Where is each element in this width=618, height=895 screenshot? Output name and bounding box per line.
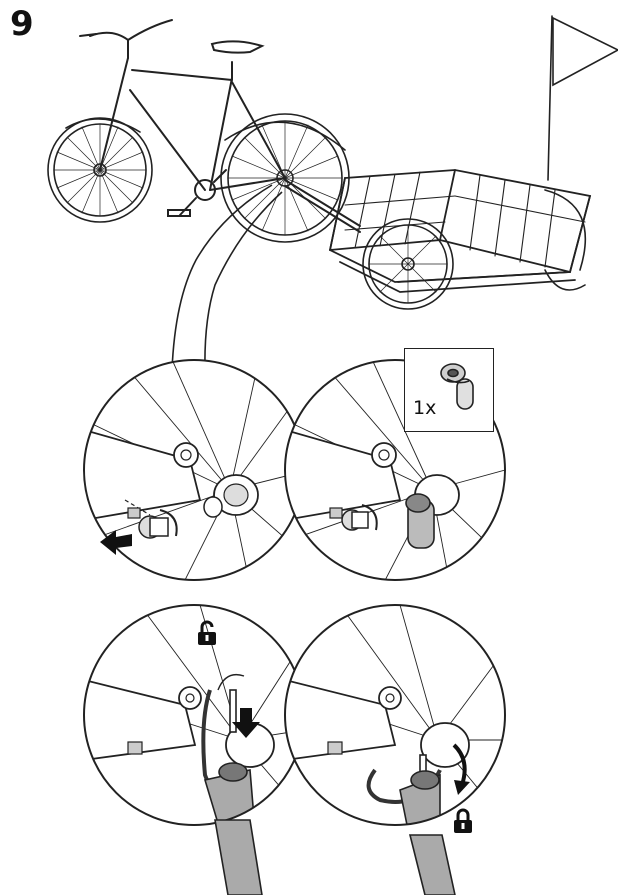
trailer-basket <box>328 169 592 293</box>
axle-coupling-part-icon <box>440 363 474 410</box>
arrow-down-icon <box>232 708 260 738</box>
bicycle-frame <box>79 19 286 217</box>
trailer-wheel <box>362 189 587 310</box>
locked-padlock-icon <box>454 808 472 833</box>
step-number: 9 <box>10 4 34 44</box>
trailer-tow-bar <box>284 179 361 233</box>
detail-circle-lock-pin <box>284 604 506 826</box>
arrow-left-icon <box>100 530 132 555</box>
detail-circle-remove-nut <box>83 359 305 581</box>
detail-circle-insert-pin <box>83 604 305 826</box>
tow-bar-ends <box>214 819 456 895</box>
unlocked-padlock-icon <box>198 620 216 645</box>
callout-leader <box>171 184 283 371</box>
parts-box: 1x <box>404 348 494 432</box>
part-quantity: 1x <box>413 397 437 419</box>
trailer-safety-flag <box>547 15 618 181</box>
rotate-arrow-icon <box>361 504 378 531</box>
bicycle-with-trailer <box>47 15 618 310</box>
